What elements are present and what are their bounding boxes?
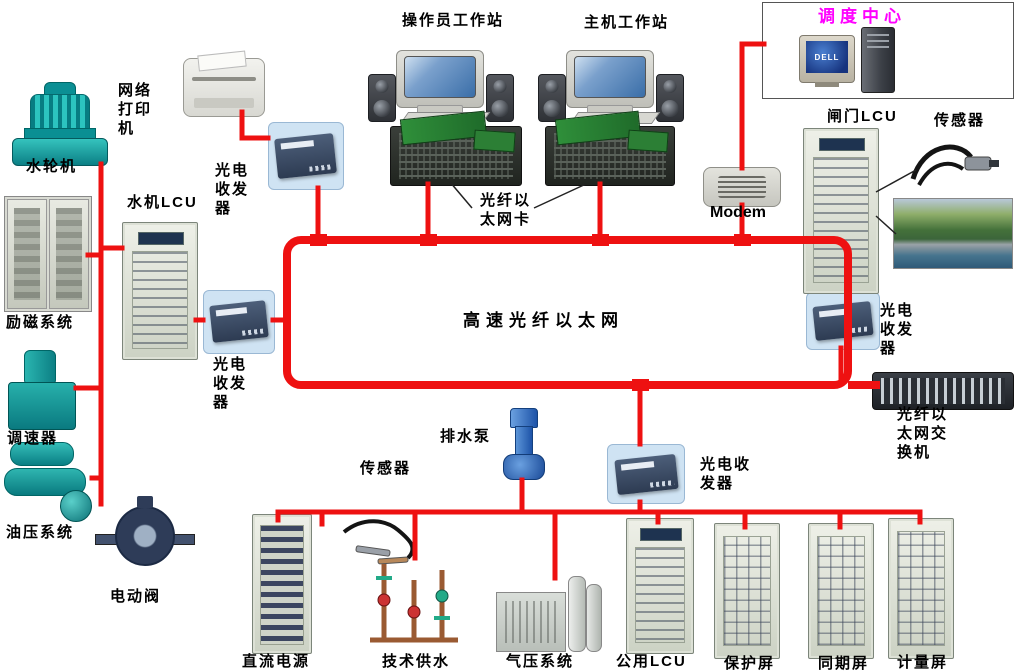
- label-dc-power: 直流电源: [242, 653, 311, 670]
- crt-monitor-icon: [566, 50, 654, 108]
- label-metering-panel: 计量屏: [897, 654, 949, 671]
- hydro-lcu-cabinet: [122, 222, 198, 360]
- speaker-icon: [486, 74, 514, 122]
- water-turbine-icon: [12, 82, 108, 170]
- label-sync-panel: 同期屏: [818, 655, 870, 672]
- label-modem: Modem: [710, 204, 766, 221]
- speaker-icon: [538, 74, 566, 122]
- fiber-switch-device: [872, 372, 1014, 410]
- label-oil-system: 油压系统: [6, 524, 75, 541]
- fiber-nic-chassis: [545, 110, 675, 186]
- crt-monitor-icon: [396, 50, 484, 108]
- label-ethernet-bus: 高速光纤以太网: [463, 311, 624, 330]
- excitation-cabinets: [4, 196, 92, 312]
- speaker-icon: [368, 74, 396, 122]
- label-protection-panel: 保护屏: [724, 655, 776, 672]
- label-tech-water: 技术供水: [382, 653, 451, 670]
- lcu-display: [640, 528, 682, 541]
- tech-water-pipes-icon: [370, 564, 458, 643]
- label-hydro-lcu: 水机LCU: [127, 194, 198, 211]
- cable-sensor-icon: [910, 144, 999, 187]
- lcu-display: [137, 232, 185, 245]
- label-fiber-switch: 光纤以太网交换机: [897, 406, 949, 461]
- dell-screen: DELL: [806, 41, 848, 73]
- label-transceiver-right: 光电收发器: [880, 302, 915, 357]
- label-turbine: 水轮机: [26, 158, 78, 175]
- label-sensor-mid: 传感器: [360, 460, 412, 477]
- label-transceiver-bottom: 光电收发器: [700, 456, 752, 492]
- label-gate-lcu: 闸门LCU: [827, 108, 898, 125]
- optical-transceiver: [268, 122, 344, 190]
- speaker-icon: [656, 74, 684, 122]
- sync-cabinet: [808, 523, 874, 659]
- protection-cabinet: [714, 523, 780, 659]
- label-fiber-nic: 光纤以太网卡: [480, 192, 532, 228]
- air-compressor-icon: [496, 576, 602, 652]
- label-operator-workstation: 操作员工作站: [402, 12, 505, 29]
- label-governor: 调速器: [7, 430, 59, 447]
- label-transceiver-left: 光电收发器: [213, 356, 248, 411]
- label-network-printer: 网络打印机: [118, 82, 153, 137]
- governor-icon: [4, 350, 80, 430]
- modem-device: [703, 167, 781, 207]
- label-drain-pump: 排水泵: [440, 428, 492, 445]
- label-transceiver-top: 光电收发器: [215, 162, 250, 217]
- optical-transceiver: [806, 292, 880, 350]
- dam-photo: [893, 198, 1013, 269]
- common-lcu-cabinet: [626, 518, 694, 654]
- label-air-system: 气压系统: [506, 653, 575, 670]
- metering-cabinet: [888, 518, 954, 659]
- probe-sensor-icon: [342, 519, 415, 565]
- label-excitation: 励磁系统: [6, 314, 75, 331]
- label-electric-valve: 电动阀: [110, 588, 162, 605]
- oil-pressure-icon: [4, 438, 98, 522]
- dell-monitor-icon: DELL: [799, 35, 855, 83]
- label-main-workstation: 主机工作站: [584, 14, 670, 31]
- fiber-nic-chassis: [390, 110, 522, 186]
- label-common-lcu: 公用LCU: [616, 653, 687, 670]
- drain-pump-icon: [498, 408, 550, 480]
- optical-transceiver: [203, 290, 275, 354]
- optical-transceiver: [607, 444, 685, 504]
- dc-power-cabinet: [252, 514, 312, 654]
- label-sensor-top: 传感器: [934, 112, 986, 129]
- electric-valve-icon: [95, 496, 195, 576]
- dell-tower-icon: [861, 27, 895, 93]
- network-printer-device: [183, 50, 265, 117]
- label-dispatch-center: 调度中心: [818, 7, 906, 26]
- lcu-display: [818, 138, 866, 151]
- gate-lcu-cabinet: [803, 128, 879, 294]
